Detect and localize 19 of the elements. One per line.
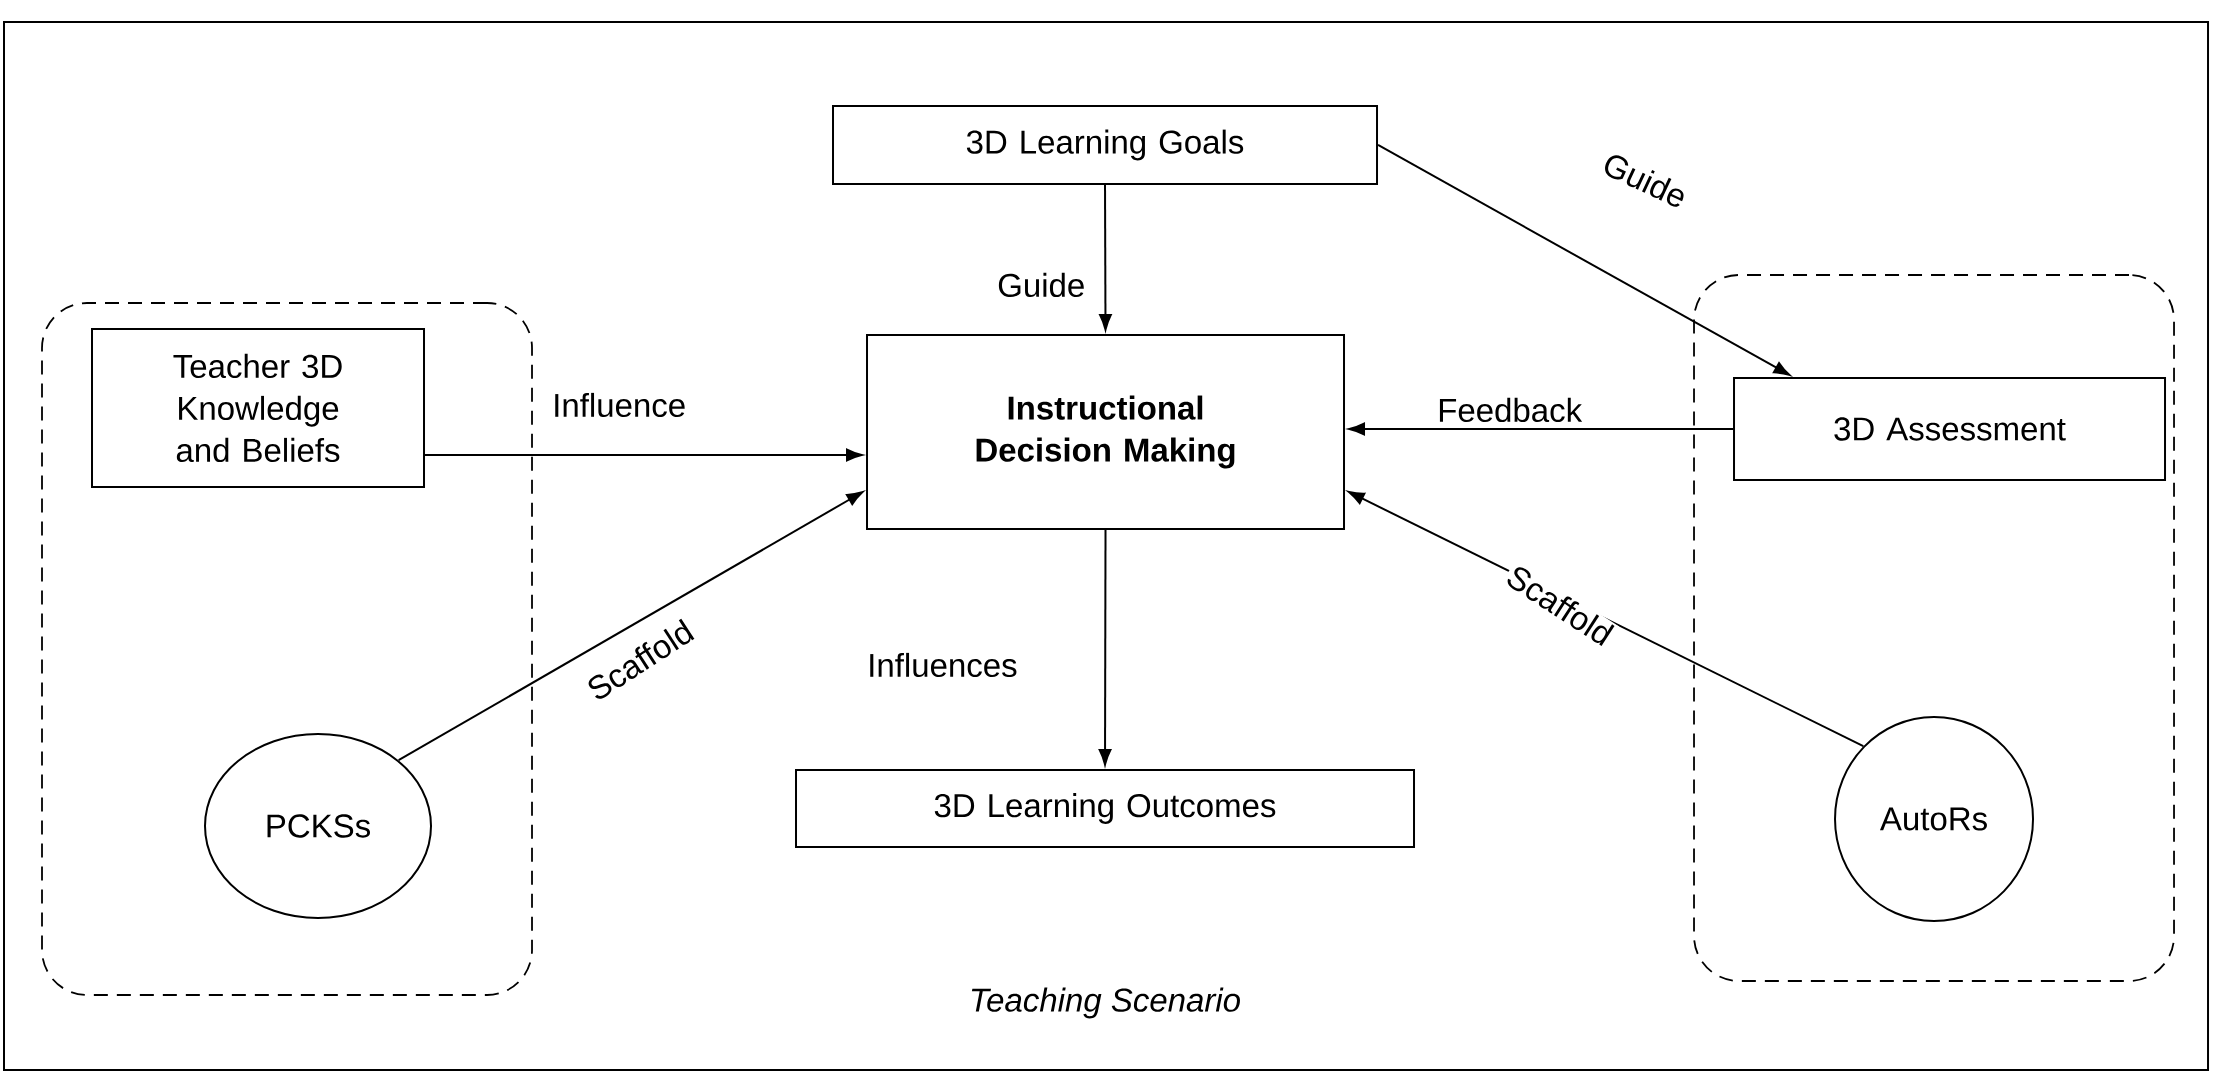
arrow	[1098, 529, 1112, 766]
edge-label: Influence	[550, 390, 689, 420]
ellipse-node: PCKSs	[204, 733, 432, 919]
arrow	[424, 448, 863, 462]
dashed-group	[1693, 274, 2175, 982]
dashed-group	[41, 302, 533, 996]
edge-label: Influences	[865, 650, 1020, 680]
process-box: Instructional Decision Making	[866, 334, 1345, 530]
edge-label: Guide	[1597, 147, 1693, 213]
ellipse-node: AutoRs	[1834, 716, 2034, 922]
edge-label: Guide	[995, 270, 1088, 300]
process-box: 3D Assessment	[1733, 377, 2166, 481]
process-box: Teacher 3D Knowledge and Beliefs	[91, 328, 425, 488]
process-box: 3D Learning Goals	[832, 105, 1378, 185]
arrow	[397, 491, 864, 762]
arrow	[1348, 422, 1734, 436]
process-box: 3D Learning Outcomes	[795, 769, 1415, 848]
arrow	[1377, 144, 1791, 376]
edge-label: Feedback	[1435, 395, 1585, 425]
